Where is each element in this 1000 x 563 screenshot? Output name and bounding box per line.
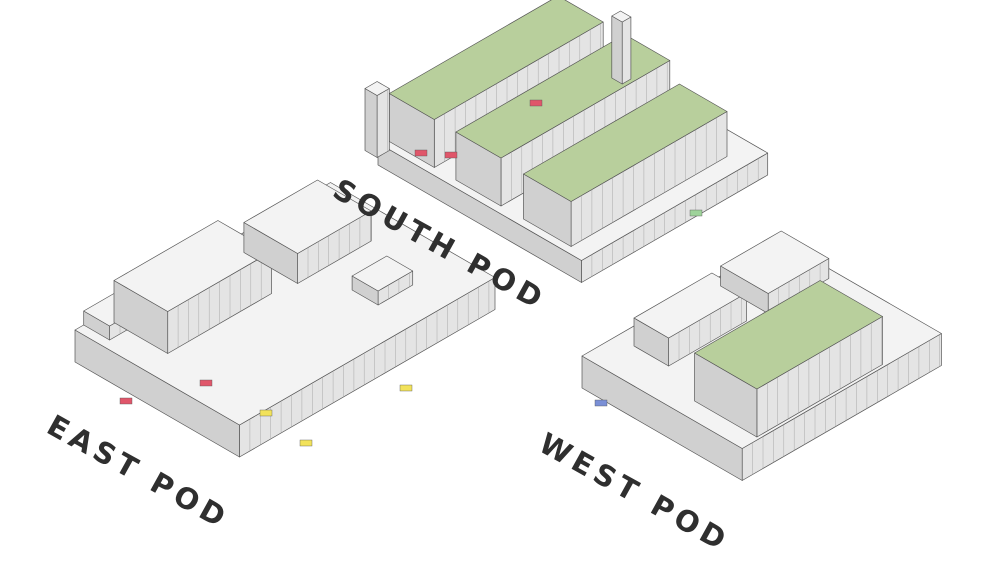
roof bbox=[720, 230, 830, 294]
accent-window bbox=[399, 384, 413, 392]
west-pod-building bbox=[581, 230, 942, 481]
annex-block bbox=[351, 255, 414, 306]
accent-window bbox=[259, 409, 273, 417]
roof bbox=[611, 10, 632, 23]
side-wall bbox=[364, 88, 378, 158]
roof bbox=[243, 179, 372, 254]
accent-window bbox=[199, 379, 213, 387]
accent-window bbox=[119, 397, 133, 405]
south-pod-building bbox=[364, 0, 769, 283]
stair-tower bbox=[611, 10, 632, 85]
accent-window bbox=[594, 399, 608, 407]
tall-block-2 bbox=[243, 179, 372, 284]
accent-window bbox=[414, 149, 428, 157]
roof bbox=[351, 255, 414, 292]
accent-window bbox=[689, 209, 703, 217]
front-wall bbox=[621, 16, 632, 85]
east-pod-building bbox=[74, 179, 496, 458]
green-roof bbox=[388, 0, 604, 120]
green-roof bbox=[523, 83, 728, 202]
roof bbox=[364, 81, 390, 96]
green-roof-block bbox=[694, 280, 883, 438]
base-slab bbox=[74, 182, 496, 458]
roof-block bbox=[720, 230, 830, 314]
canopy-frame bbox=[633, 272, 747, 367]
green-roof bbox=[694, 280, 883, 390]
side-wall bbox=[611, 15, 623, 85]
green-roof-bar-3 bbox=[523, 83, 728, 247]
accent-window bbox=[444, 151, 458, 159]
accent-window bbox=[529, 99, 543, 107]
stair-tower bbox=[364, 81, 390, 158]
accent-window bbox=[299, 439, 313, 447]
tall-block-1 bbox=[113, 220, 272, 354]
